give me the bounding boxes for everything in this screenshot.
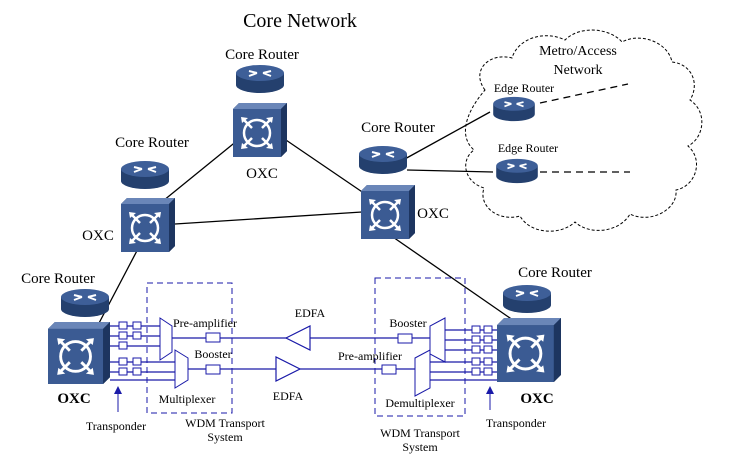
link-left-right [174,211,363,225]
br-oxc-label: OXC [520,391,553,407]
edge-router-1-label: Edge Router [494,81,554,95]
right-preamp-label: Pre-amplifier [338,349,402,363]
top-oxc-label: OXC [246,166,278,182]
right-mux-shape [429,317,446,363]
left-oxc-label: OXC [82,228,114,244]
right-wdm-box [374,277,466,417]
bl-oxc-label: OXC [57,391,90,407]
left-router-icon [120,160,170,190]
left-mux-label: Multiplexer [159,392,216,406]
top-router-icon [235,64,285,94]
left-preamp-label: Pre-amplifier [173,316,237,330]
metro-access-cloud [465,29,703,232]
left-router-label: Core Router [115,135,189,151]
br-oxc-icon [497,318,561,382]
top-router-label: Core Router [225,47,299,63]
edfa-bottom-shape [275,356,302,382]
edge-router-2-icon [495,158,539,184]
link-right-edge1 [402,111,491,161]
right-demux-label: Demultiplexer [385,396,454,410]
right-wdm-fibers [398,329,497,381]
bl-router-icon [60,288,110,318]
right-transponders [471,325,493,376]
left-oxc-icon [121,198,175,252]
left-demux-shape [159,317,173,361]
left-wdm-box [146,282,233,414]
core-links [97,111,521,326]
right-wdm-label-line1: WDM Transport [380,426,460,440]
br-router-label: Core Router [518,265,592,281]
link-right-edge2 [406,169,494,173]
top-oxc-icon [233,103,287,157]
edfa-top-shape [284,325,311,351]
link-top-left [157,139,239,206]
left-preamp-box [205,332,221,343]
left-booster-box [205,364,221,375]
left-transponder-arrowhead [114,386,122,394]
right-demux-shape [414,349,431,397]
right-booster-label: Booster [389,316,426,330]
left-transponders [118,321,142,376]
right-router-icon [358,145,408,175]
edfa-bottom-label: EDFA [273,389,304,403]
right-transponder-label: Transponder [486,416,546,430]
right-wdm-label-line2: System [402,440,438,454]
right-booster-box [397,333,413,344]
link-right-br [389,234,521,326]
right-oxc-icon [361,185,415,239]
bl-router-label: Core Router [21,271,95,287]
edge-router-1-icon [492,96,536,122]
bl-oxc-icon [48,322,110,384]
right-oxc-label: OXC [417,206,449,222]
left-wdm-label-line2: System [207,430,243,444]
right-transponder-arrowhead [486,386,494,394]
edge-router-2-label: Edge Router [498,141,558,155]
right-router-label: Core Router [361,120,435,136]
left-booster-label: Booster [194,347,231,361]
left-transponder-label: Transponder [86,419,146,433]
cloud-label-line2: Network [554,63,603,78]
edfa-top-label: EDFA [295,306,326,320]
cloud-label-line1: Metro/Access [539,44,617,59]
diagram-title: Core Network [243,10,357,32]
edge-dashed-links [539,83,630,173]
right-preamp-box [381,364,397,375]
link-top-right [282,137,375,201]
br-router-icon [502,284,552,314]
left-wdm-label-line1: WDM Transport [185,416,265,430]
left-mux-shape [174,349,189,389]
